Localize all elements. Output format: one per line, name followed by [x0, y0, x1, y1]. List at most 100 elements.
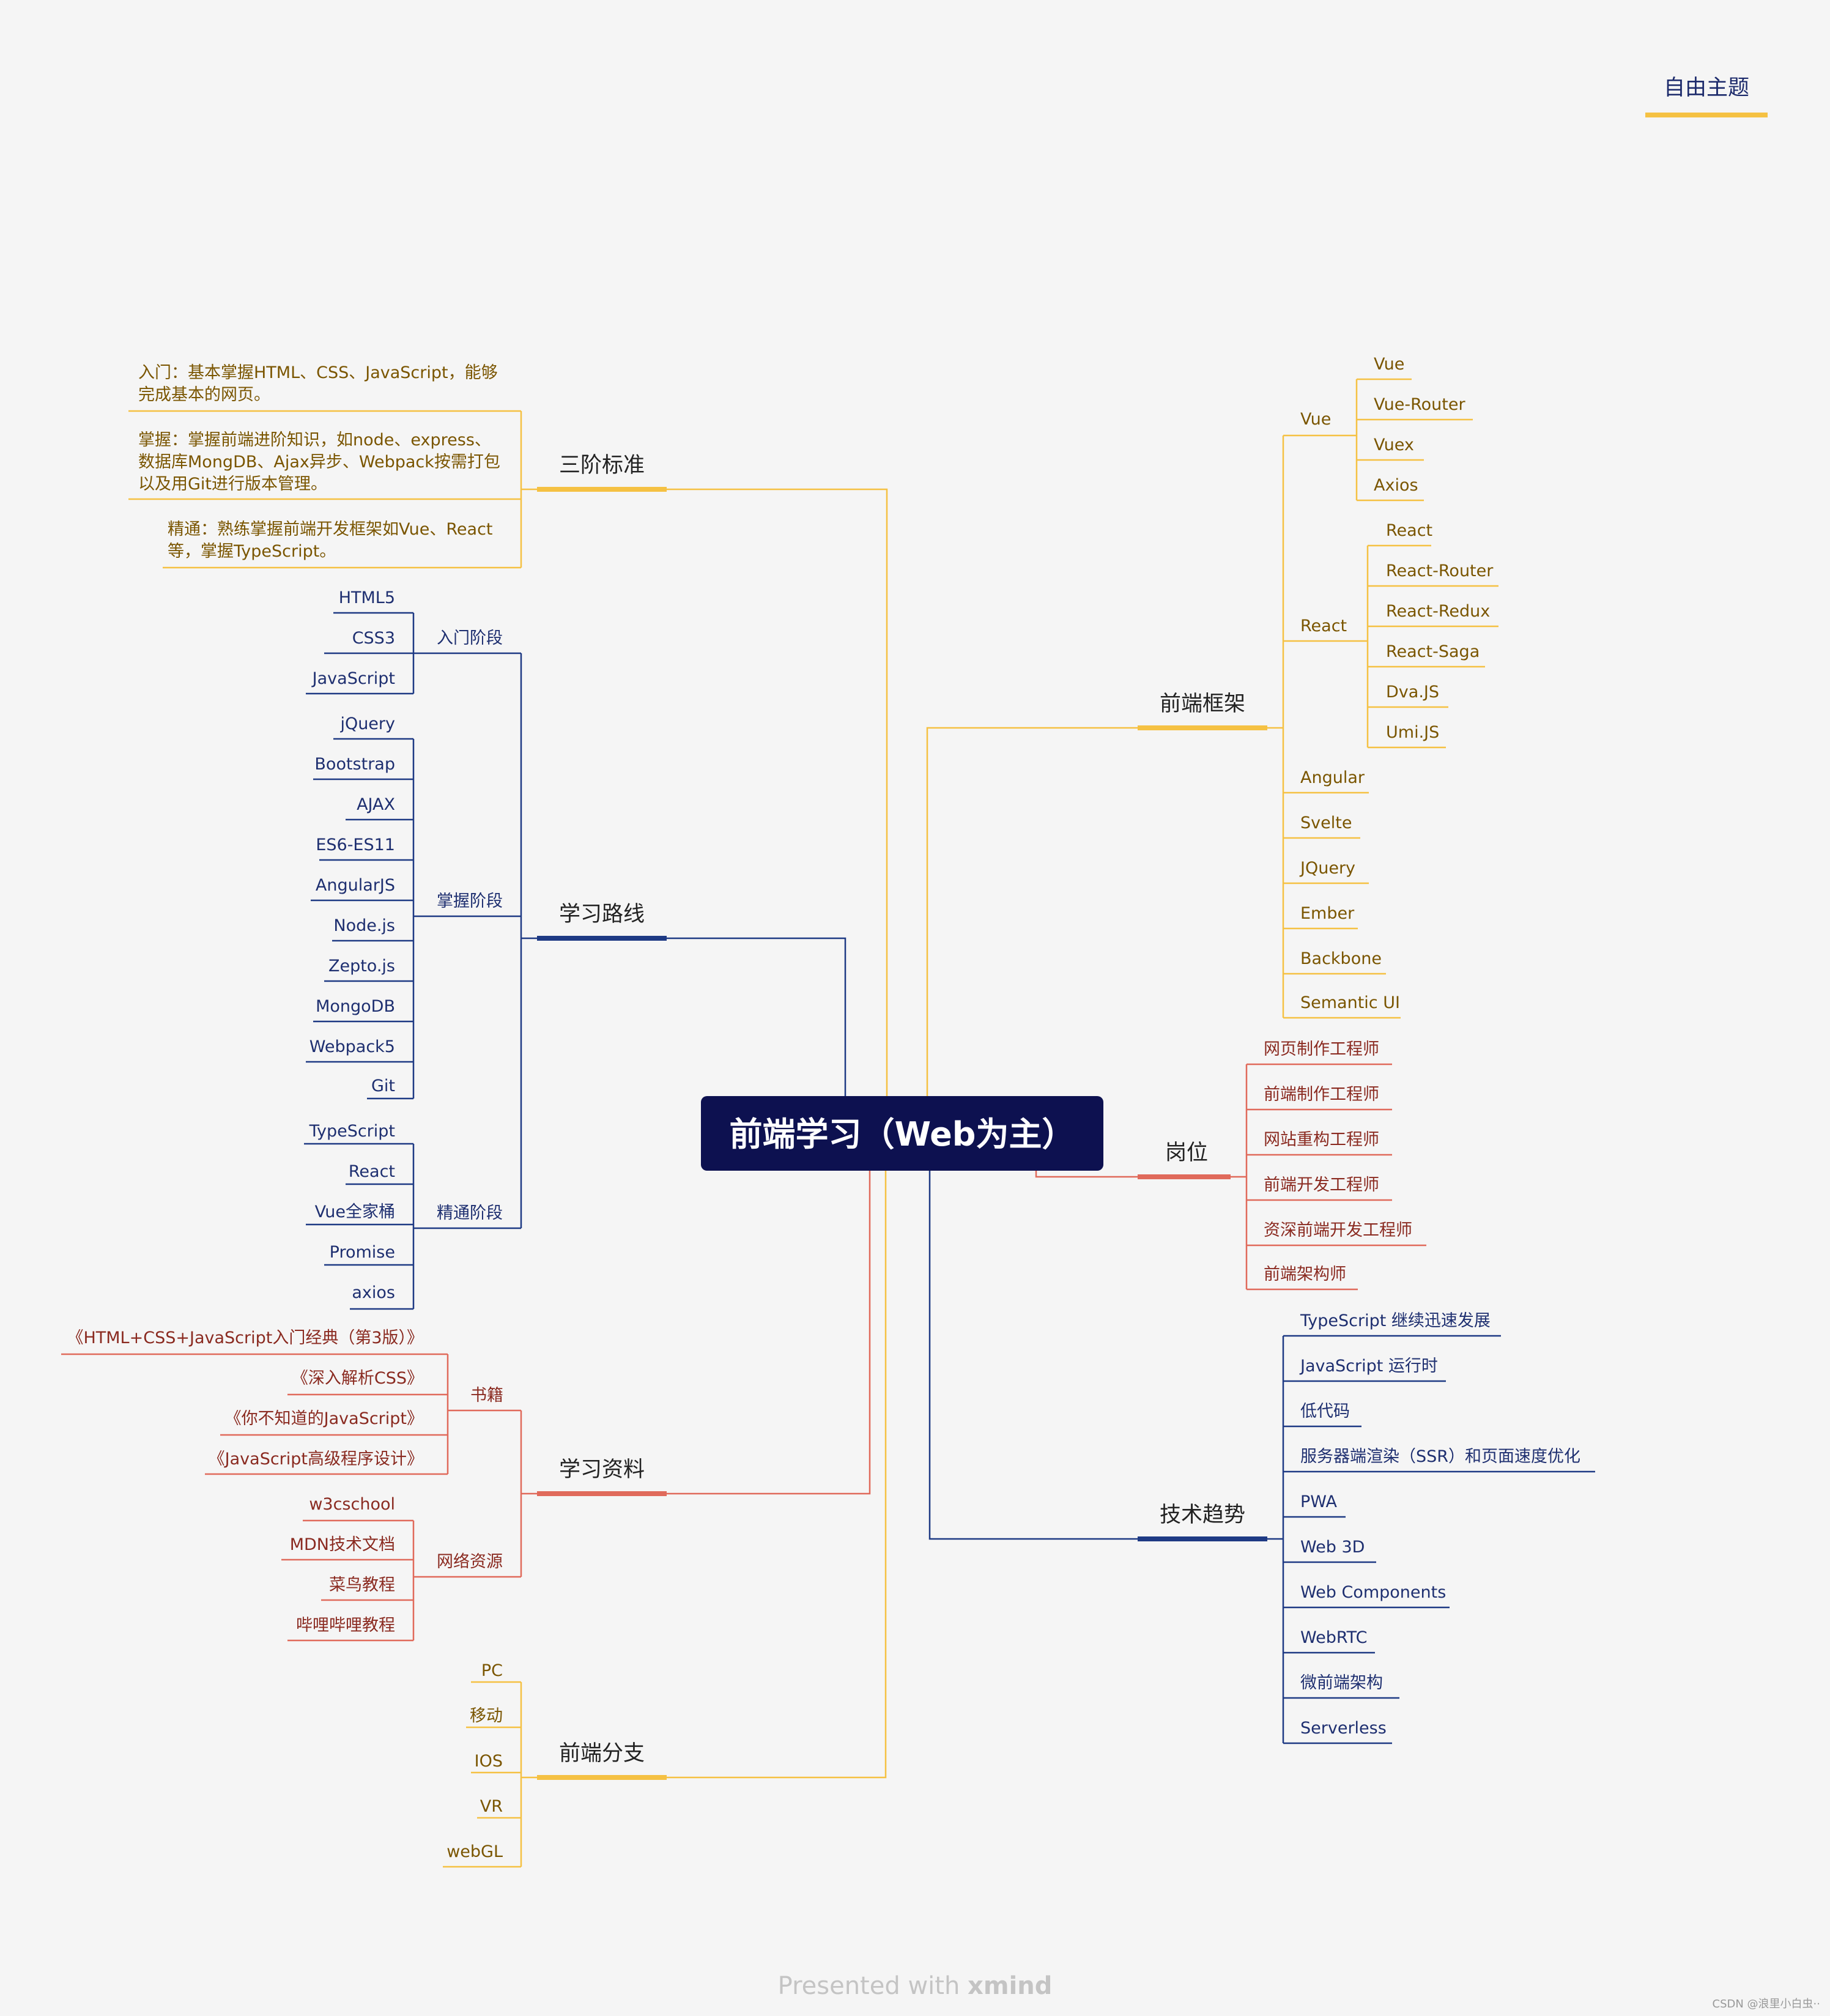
fenzhi-item-ios[interactable]: IOS — [475, 1752, 503, 1771]
sanjie-item-2[interactable]: 掌握：掌握前端进阶知识，如node、express、 数据库MongDB、Aja… — [138, 431, 506, 494]
fenzhi-item-vr[interactable]: VR — [480, 1797, 503, 1816]
sanjie-item-2-line-3: 以及用Git进行版本管理。 — [138, 475, 327, 494]
ziliao-web-bilibili[interactable]: 哔哩哔哩教程 — [296, 1616, 395, 1635]
branch-gangwei-label[interactable]: 岗位 — [1165, 1141, 1208, 1165]
kuangjia-react-item-6[interactable]: Umi.JS — [1386, 723, 1439, 742]
fenzhi-item-pc[interactable]: PC — [481, 1661, 503, 1680]
root-connector-fenzhi — [667, 1171, 887, 1779]
sanjie-item-3-line-2: 等，掌握TypeScript。 — [168, 542, 336, 561]
luxian-item-promise[interactable]: Promise — [330, 1243, 395, 1262]
kuangjia-angular[interactable]: Angular — [1300, 768, 1365, 787]
luxian-item-react[interactable]: React — [349, 1162, 395, 1181]
kuangjia-react-item-4[interactable]: React-Saga — [1386, 642, 1480, 661]
xmind-logo: xmind — [968, 1972, 1052, 2000]
branch-ziliao-label[interactable]: 学习资料 — [559, 1458, 645, 1482]
ziliao-group-books-label[interactable]: 书籍 — [470, 1386, 503, 1405]
luxian-item-webpack5[interactable]: Webpack5 — [309, 1037, 395, 1056]
ziliao-web-runoob[interactable]: 菜鸟教程 — [329, 1576, 395, 1595]
kuangjia-jquery[interactable]: JQuery — [1299, 859, 1355, 878]
ziliao-web-w3cschool[interactable]: w3cschool — [309, 1495, 395, 1514]
floating-topic-label[interactable]: 自由主题 — [1664, 76, 1749, 100]
kuangjia-vue-item-2[interactable]: Vue-Router — [1374, 395, 1465, 414]
luxian-item-css3[interactable]: CSS3 — [352, 629, 395, 648]
kuangjia-vue-item-3[interactable]: Vuex — [1374, 435, 1414, 454]
kuangjia-react-item-2[interactable]: React-Router — [1386, 561, 1494, 580]
kuangjia-svelte[interactable]: Svelte — [1300, 813, 1352, 832]
qushi-item-6[interactable]: Web 3D — [1300, 1538, 1365, 1557]
sanjie-item-3[interactable]: 精通：熟练掌握前端开发框架如Vue、React 等，掌握TypeScript。 — [168, 520, 498, 561]
kuangjia-semantic-ui[interactable]: Semantic UI — [1300, 993, 1400, 1012]
luxian-item-axios[interactable]: axios — [352, 1283, 395, 1302]
kuangjia-vue-label[interactable]: Vue — [1300, 410, 1331, 429]
root-topic[interactable]: 前端学习（Web为主） — [701, 1096, 1103, 1171]
kuangjia-react-item-5[interactable]: Dva.JS — [1386, 683, 1439, 702]
footer-presented-text: Presented with — [778, 1972, 968, 2000]
luxian-item-typescript[interactable]: TypeScript — [309, 1122, 395, 1141]
luxian-item-ajax[interactable]: AJAX — [357, 795, 395, 814]
fenzhi-item-webgl[interactable]: webGL — [446, 1842, 503, 1861]
luxian-item-git[interactable]: Git — [371, 1077, 395, 1095]
luxian-item-vue-family[interactable]: Vue全家桶 — [315, 1203, 395, 1221]
sanjie-item-1[interactable]: 入门：基本掌握HTML、CSS、JavaScript，能够 完成基本的网页。 — [138, 363, 503, 404]
qushi-item-3[interactable]: 低代码 — [1300, 1402, 1350, 1421]
branch-kuangjia-label[interactable]: 前端框架 — [1160, 692, 1245, 716]
kuangjia-vue-item-1[interactable]: Vue — [1374, 355, 1404, 374]
qushi-connectors — [1267, 1335, 1595, 1744]
sanjie-item-1-line-2: 完成基本的网页。 — [138, 385, 270, 404]
branch-luxian-label[interactable]: 学习路线 — [559, 902, 645, 927]
ziliao-book-3[interactable]: 《你不知道的JavaScript》 — [225, 1409, 423, 1428]
kuangjia-react-item-1[interactable]: React — [1386, 521, 1432, 540]
kuangjia-react-item-3[interactable]: React-Redux — [1386, 602, 1490, 621]
kuangjia-react-label[interactable]: React — [1300, 617, 1347, 636]
qushi-item-7[interactable]: Web Components — [1300, 1583, 1446, 1602]
ziliao-group-web-label[interactable]: 网络资源 — [437, 1552, 503, 1571]
branch-sanjie-label[interactable]: 三阶标准 — [559, 453, 645, 478]
gangwei-item-6[interactable]: 前端架构师 — [1264, 1265, 1346, 1284]
gangwei-item-5[interactable]: 资深前端开发工程师 — [1264, 1221, 1412, 1240]
root-connector-qushi — [928, 1171, 1138, 1540]
root-connector-sanjie — [667, 488, 888, 1096]
luxian-item-angularjs[interactable]: AngularJS — [316, 876, 395, 895]
fenzhi-item-mobile[interactable]: 移动 — [470, 1707, 503, 1725]
sanjie-item-1-line-1: 入门：基本掌握HTML、CSS、JavaScript，能够 — [138, 363, 498, 382]
sanjie-item-2-line-1: 掌握：掌握前端进阶知识，如node、express、 — [138, 431, 491, 450]
luxian-item-javascript[interactable]: JavaScript — [311, 669, 395, 688]
qushi-item-1[interactable]: TypeScript 继续迅速发展 — [1300, 1311, 1491, 1330]
branch-qushi-label[interactable]: 技术趋势 — [1160, 1503, 1245, 1527]
gangwei-item-4[interactable]: 前端开发工程师 — [1264, 1176, 1379, 1195]
ziliao-book-1[interactable]: 《HTML+CSS+JavaScript入门经典（第3版）》 — [67, 1329, 423, 1347]
qushi-item-9[interactable]: 微前端架构 — [1300, 1673, 1383, 1692]
qushi-item-4[interactable]: 服务器端渲染（SSR）和页面速度优化 — [1300, 1447, 1580, 1466]
sanjie-connectors — [128, 410, 537, 569]
kuangjia-backbone[interactable]: Backbone — [1300, 949, 1382, 968]
luxian-item-jquery[interactable]: jQuery — [339, 714, 395, 733]
gangwei-connectors — [1231, 1063, 1426, 1291]
kuangjia-ember[interactable]: Ember — [1300, 904, 1355, 923]
kuangjia-vue-item-4[interactable]: Axios — [1374, 476, 1418, 495]
luxian-group-3-label[interactable]: 精通阶段 — [437, 1204, 503, 1223]
branch-underlines — [537, 113, 1768, 1780]
luxian-item-nodejs[interactable]: Node.js — [333, 916, 395, 935]
qushi-item-10[interactable]: Serverless — [1300, 1719, 1387, 1738]
luxian-item-es6[interactable]: ES6-ES11 — [316, 836, 395, 854]
root-connector-kuangjia — [926, 727, 1138, 1096]
root-connector-luxian — [667, 937, 846, 1096]
luxian-item-mongodb[interactable]: MongoDB — [316, 997, 395, 1016]
luxian-item-bootstrap[interactable]: Bootstrap — [314, 755, 395, 774]
qushi-item-8[interactable]: WebRTC — [1300, 1628, 1367, 1647]
gangwei-item-3[interactable]: 网站重构工程师 — [1264, 1130, 1379, 1149]
csdn-watermark: CSDN @浪里小白虫·· — [1713, 1998, 1820, 2010]
branch-fenzhi-label[interactable]: 前端分支 — [559, 1741, 645, 1766]
qushi-item-2[interactable]: JavaScript 运行时 — [1299, 1357, 1438, 1376]
luxian-group-2-label[interactable]: 掌握阶段 — [437, 892, 503, 911]
luxian-item-html5[interactable]: HTML5 — [339, 588, 395, 607]
gangwei-item-2[interactable]: 前端制作工程师 — [1264, 1085, 1379, 1104]
luxian-group-1-label[interactable]: 入门阶段 — [437, 629, 503, 648]
ziliao-book-2[interactable]: 《深入解析CSS》 — [292, 1369, 423, 1388]
gangwei-item-1[interactable]: 网页制作工程师 — [1264, 1040, 1379, 1059]
ziliao-web-mdn[interactable]: MDN技术文档 — [290, 1535, 395, 1554]
luxian-item-zeptojs[interactable]: Zepto.js — [328, 957, 395, 976]
qushi-item-5[interactable]: PWA — [1300, 1492, 1338, 1511]
ziliao-book-4[interactable]: 《JavaScript高级程序设计》 — [209, 1450, 423, 1469]
